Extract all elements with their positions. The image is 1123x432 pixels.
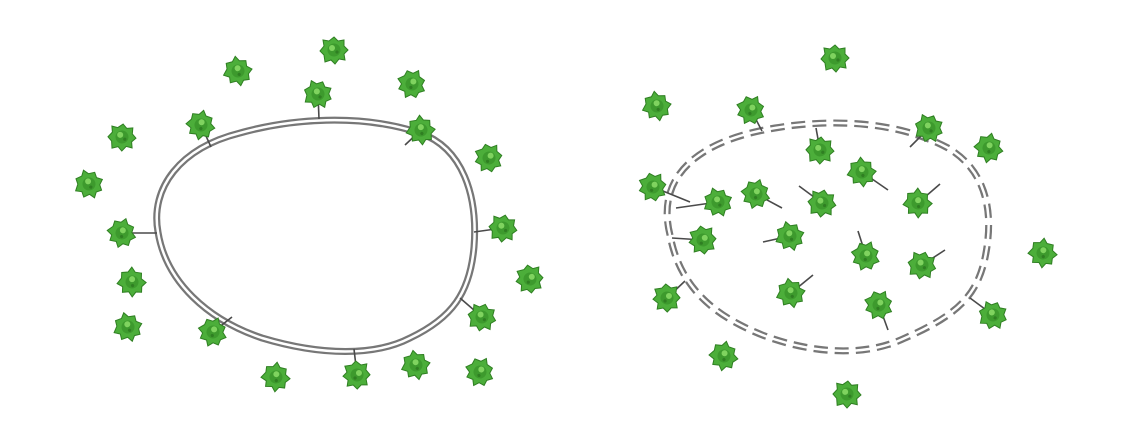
right-particle-5 — [805, 136, 835, 165]
left-particle-19 — [463, 355, 497, 390]
right-particle-9 — [737, 176, 774, 213]
left-particle-8 — [70, 166, 107, 203]
right-particle-13 — [771, 218, 809, 256]
right-particle-14 — [848, 238, 884, 274]
right-particle-2 — [734, 93, 768, 127]
left-particle-16 — [256, 358, 295, 397]
left-particle-17 — [343, 361, 370, 389]
right-particle-16 — [1023, 234, 1062, 273]
intact-membrane-gap — [157, 120, 475, 351]
intact-membrane — [157, 120, 475, 351]
right-particle-15 — [905, 249, 939, 282]
right-particle-6 — [842, 153, 881, 192]
right-particle-20 — [975, 298, 1011, 333]
right-particle-18 — [771, 274, 810, 312]
left-particle-12 — [515, 264, 545, 295]
right-particle-4 — [970, 129, 1008, 167]
left-particle-18 — [396, 346, 435, 384]
left-particle-10 — [487, 213, 519, 244]
left-particle-13 — [109, 309, 147, 347]
left-particle-1 — [218, 52, 257, 90]
left-particle-7 — [473, 142, 505, 175]
right-particle-0 — [821, 45, 849, 72]
right-particle-7 — [637, 171, 669, 204]
right-particle-8 — [699, 184, 736, 221]
left-particle-5 — [107, 123, 137, 152]
left-particle-0 — [320, 37, 348, 64]
right-particle-22 — [832, 380, 862, 409]
right-particle-10 — [806, 188, 838, 219]
right-particle-11 — [898, 184, 937, 223]
right-particle-1 — [637, 87, 676, 125]
permeable-cell-particles — [637, 45, 1062, 409]
right-particle-12 — [688, 225, 718, 256]
right-particle-19 — [862, 288, 896, 323]
left-particle-11 — [112, 263, 151, 302]
intact-cell-panel — [157, 120, 475, 351]
left-particle-2 — [395, 67, 429, 101]
right-particle-17 — [653, 284, 680, 312]
right-particle-21 — [705, 337, 743, 375]
particles-layer — [70, 37, 1062, 409]
